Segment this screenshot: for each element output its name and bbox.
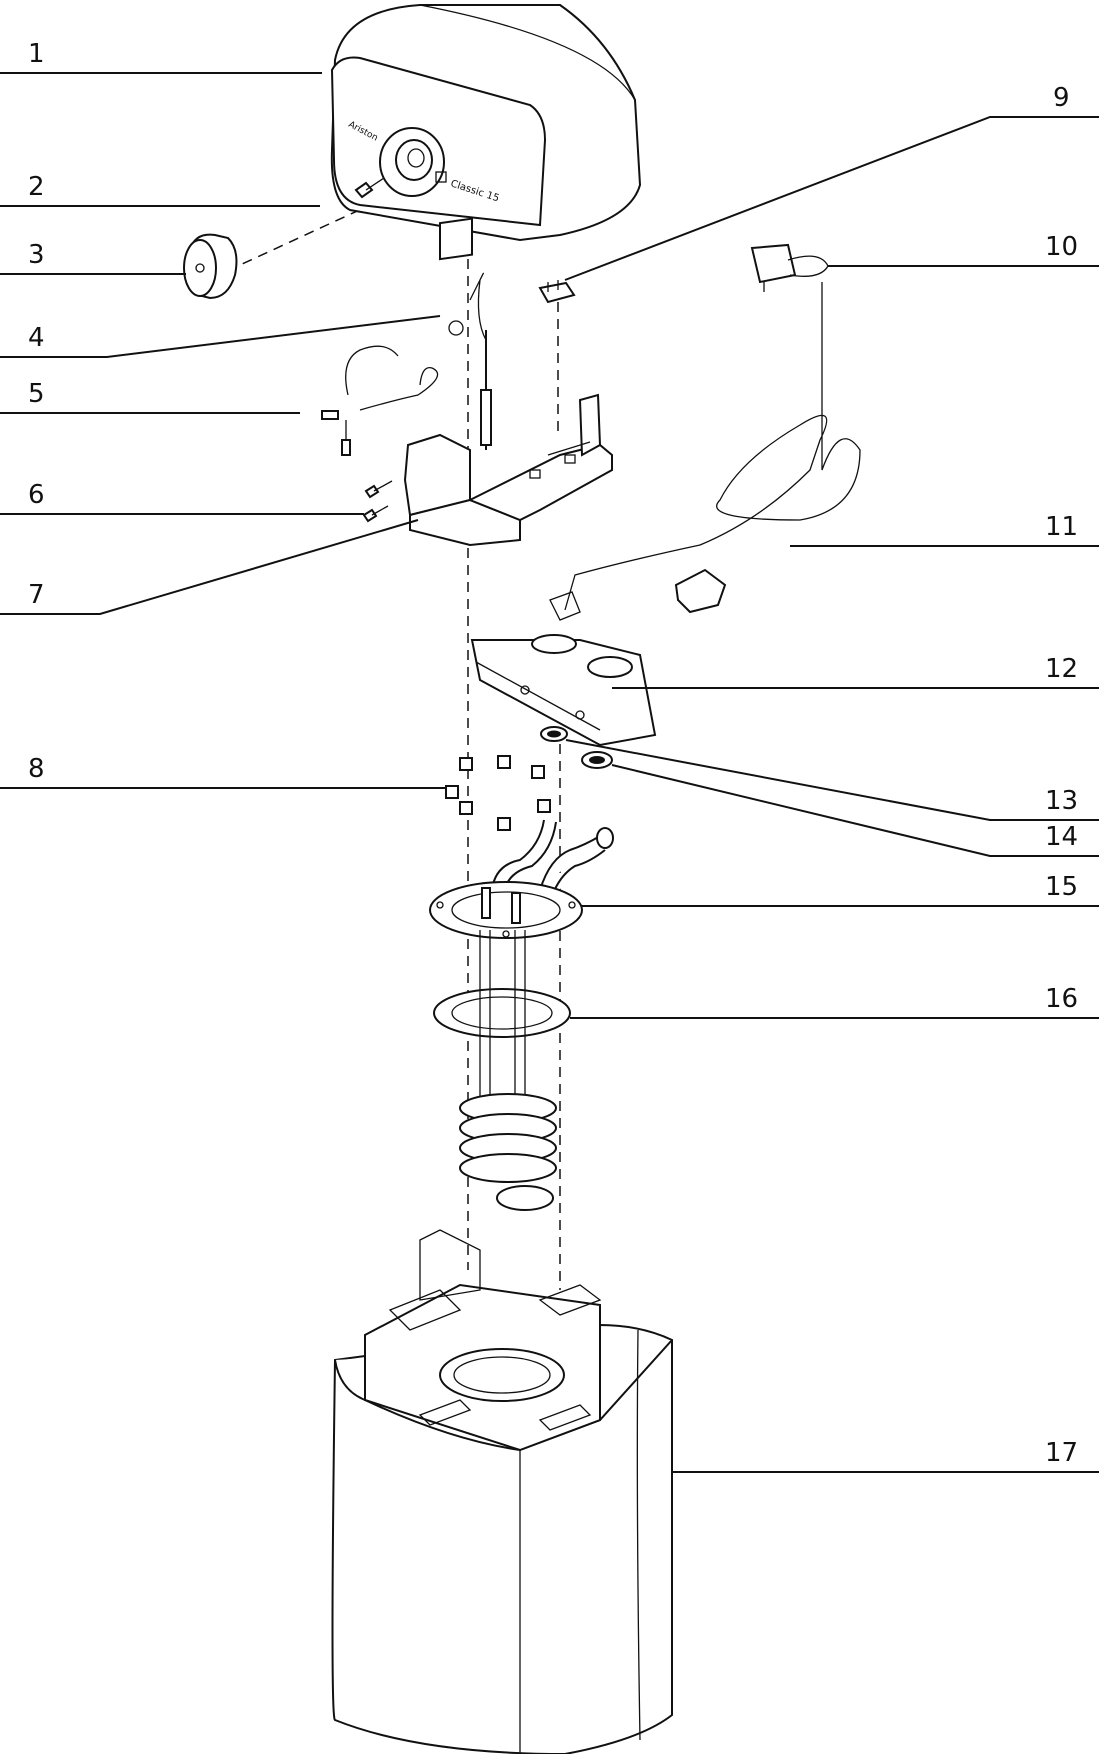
callout-2: 2 [28,172,45,202]
callout-14: 14 [1045,822,1078,852]
part-5-safety-cutout [321,345,439,456]
callout-8: 8 [28,754,45,784]
part-4-thermostat [439,217,492,450]
part-1-top-cover: Ariston Classic 15 [330,4,642,242]
part-12-flange-bracket [470,634,657,747]
leader-lines [0,72,1099,1473]
part-3-knob [183,233,238,300]
part-15-heating-flange [429,819,614,939]
callout-16: 16 [1045,984,1078,1014]
callout-5: 5 [28,379,45,409]
callout-15: 15 [1045,872,1078,902]
part-2-screw [354,177,385,199]
callout-9: 9 [1053,83,1070,113]
part-16-gasket [433,988,571,1038]
callout-7: 7 [28,580,45,610]
part-13-seal [540,726,568,742]
callout-labels: 1 2 3 4 5 6 7 8 9 10 11 12 13 14 15 16 1… [28,39,1078,1468]
callout-17: 17 [1045,1438,1078,1468]
callout-3: 3 [28,240,45,270]
callout-11: 11 [1045,512,1078,542]
heating-element-coil [459,930,557,1211]
callout-4: 4 [28,323,45,353]
part-14-seal [581,751,613,769]
part-11-power-cord [549,282,861,621]
part-17-tank [331,1229,673,1754]
part-7-control-bracket [403,393,613,547]
callout-1: 1 [28,39,45,69]
callout-13: 13 [1045,786,1078,816]
part-9-terminal-block [538,280,576,304]
callout-12: 12 [1045,654,1078,684]
callout-10: 10 [1045,232,1078,262]
part-6-screws [362,480,393,523]
part-10-connector [750,243,829,292]
callout-6: 6 [28,480,45,510]
part-8-nuts [445,755,551,831]
